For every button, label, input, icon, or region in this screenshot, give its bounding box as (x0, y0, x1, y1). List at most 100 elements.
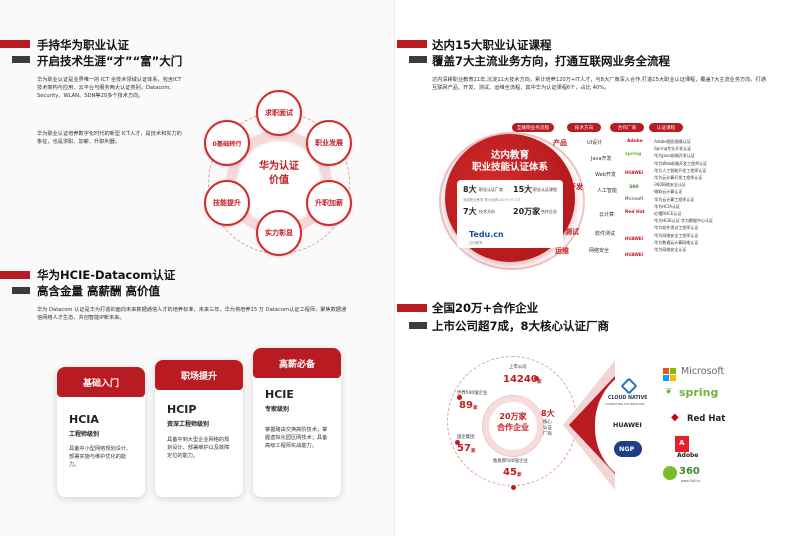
heading-bar (0, 40, 30, 48)
vendor-logo-huawei: HUAWEI (625, 236, 644, 241)
logo-microsoft: Microsoft (681, 366, 725, 377)
spring-leaf-icon: ❦ (665, 387, 673, 397)
vendor-logo-adobe: Adobe (627, 139, 643, 144)
node-skill-up: 技能提升 (204, 180, 250, 226)
card-text: 掌握路由交换高阶技术；掌握虚拟化园区网技术；具备高级工程师实战能力。 (265, 427, 328, 449)
logo-spring: spring (679, 386, 719, 399)
direction-item: 网络安全 (589, 248, 610, 254)
eight-label: 核心 认证 厂商 (543, 420, 552, 437)
stat-label: 国企集团 (457, 435, 475, 440)
core-note: 深耕职业教育 累计培养120万+IT人才 (463, 198, 521, 202)
heading-bar (397, 40, 427, 48)
course-item: ·华为网络安全认证 (653, 247, 687, 252)
logo-huawei: HUAWEI (613, 421, 642, 429)
node-job-interview: 求职面试 (256, 90, 302, 136)
section-title: 华为HCIE-Datacom认证 (37, 268, 176, 282)
360-icon (663, 466, 677, 480)
adobe-icon (675, 436, 689, 452)
vendor-logo-spring: spring (625, 152, 642, 157)
course-item: ·华为软件测试工程师认证 (653, 225, 699, 231)
stat-unit: 家 (517, 473, 522, 478)
ngp-badge (614, 441, 642, 457)
stat-label: 独角兽500强企业 (493, 459, 528, 464)
logo-adobe: Adobe (677, 452, 699, 459)
tedu-paragraph: 达内深耕职业教育21年,沉淀11大技术方向，累计培养120万+IT人才，与8大厂… (432, 77, 766, 91)
adobe-icon-glyph: A (679, 439, 685, 447)
node-strength: 实力彰显 (256, 210, 302, 256)
stat-num: 15大 (513, 185, 533, 194)
course-item: ·华为云计算工程师认证 (653, 196, 695, 202)
card-hcip: 职场提升 HCIP 资深工程师级别 具备中到大型企业网络的规划设计、部署维护以及… (155, 360, 243, 497)
stage-ops: 运维 (555, 247, 569, 255)
direction-item: 人工智能 (597, 188, 618, 194)
stat-value: 45 (503, 467, 517, 478)
microsoft-icon (670, 375, 676, 381)
orbit-dot (534, 376, 539, 381)
section-subtitle: 覆盖7大主流业务方向，打通互联网业务全流程 (432, 54, 670, 68)
stage-test: 测试 (565, 228, 579, 236)
stat-label: 职业认证厂商 (479, 187, 503, 192)
stat-value: 89 (459, 400, 473, 411)
stat-unit: 家 (537, 380, 542, 385)
vendor-logo-huawei: HUAWEI (625, 252, 644, 257)
arc-ring (439, 132, 585, 270)
card-head: 职场提升 (155, 360, 243, 390)
course-item: ·华为Java前端开发认证 (653, 153, 695, 159)
stat-label: 合作企业 (541, 209, 557, 214)
course-item: ·华为Web前端开发工程师认证 (653, 160, 707, 166)
stat-num: 20万家 (513, 207, 541, 216)
logo-ngp: NGP (619, 445, 635, 453)
stat-unit: 家 (471, 449, 476, 454)
stat-unit: 家 (473, 406, 478, 411)
tedu-logo: Tedu.cn (469, 230, 504, 239)
course-item: ·华为HCIA认证 (653, 203, 680, 209)
direction-item: UI设计 (587, 140, 603, 146)
stage-product: 产品 (553, 139, 567, 147)
node-career-switch: 0基础转行 (204, 120, 250, 166)
core-stats-panel: 8大 职业认证厂商 15大 职业认证课程 7大 技术方向 20万家 合作企业 深… (457, 180, 563, 248)
course-item: ·华为网络安全工程师认证 (653, 232, 699, 238)
course-item: ·华为云计算开发工程师认证 (653, 175, 703, 180)
course-item: ·华为人工智能开发工程师认证 (653, 167, 707, 173)
course-item: ·华为HCIE认证 华为数据中心认证 (653, 218, 714, 224)
direction-item: 软件测试 (595, 231, 616, 237)
direction-item: 云计算 (599, 212, 615, 218)
course-item: ·红帽RHCE认证 (653, 211, 682, 216)
section-subtitle: 开启技术生涯“才”“富”大门 (37, 54, 183, 68)
header-direction: 技术方向 (567, 123, 601, 132)
intro-paragraph-2: 华为职业认证培养数字化时代的新型 ICT人才，是技术和实力的象征，也是求职、加薪… (37, 131, 182, 145)
card-subtitle: 资深工程师级别 (167, 421, 210, 428)
card-head: 基础入门 (57, 367, 145, 397)
card-title: HCIA (69, 413, 99, 426)
vendor-logo-360: 360 (629, 185, 639, 190)
heading-bar (0, 271, 30, 279)
card-subtitle: 工程师级别 (69, 431, 100, 438)
tedu-logo-sub: 达内教育 (469, 241, 483, 245)
course-item: ·Adobe图形图像认证 (653, 139, 691, 144)
section-subtitle: 上市公司超7成，8大核心认证厂商 (432, 319, 610, 333)
header-vendor: 合作厂商 (610, 123, 644, 132)
card-hcia: 基础入门 HCIA 工程师级别 具备中小型网络规划设计、部署实施与维护优化的能力… (57, 367, 145, 497)
redhat-icon: ◆ (671, 412, 679, 423)
course-item: ·微软云计算认证 (653, 189, 683, 195)
stat-label: 世界500强企业 (457, 391, 488, 396)
logo-360: 360 (679, 466, 700, 477)
card-hcie: 高薪必备 HCIE 专家级别 掌握路由交换高阶技术；掌握虚拟化园区网技术；具备高… (253, 348, 341, 497)
microsoft-icon (663, 375, 669, 381)
orbit-dot (511, 485, 516, 490)
heading-bar-dark (409, 322, 427, 329)
microsoft-icon (663, 368, 669, 374)
microsoft-icon (670, 368, 676, 374)
logo-cloud-native-sub: COMPUTING FOUNDATION (605, 402, 645, 406)
logo-huawei-flower: ✿ (585, 419, 592, 428)
vendor-logo-redhat: Red Hat (625, 210, 645, 215)
node-career-development: 职业发展 (306, 120, 352, 166)
heading-bar-dark (12, 56, 30, 63)
center-ring (483, 396, 543, 456)
header-course: 认证课程 (649, 123, 683, 132)
orbit-dot (457, 395, 462, 400)
stat-num: 8大 (463, 185, 477, 194)
center-label: 20万家 合作企业 (497, 412, 529, 432)
section-title: 手持华为职业认证 (37, 38, 129, 52)
